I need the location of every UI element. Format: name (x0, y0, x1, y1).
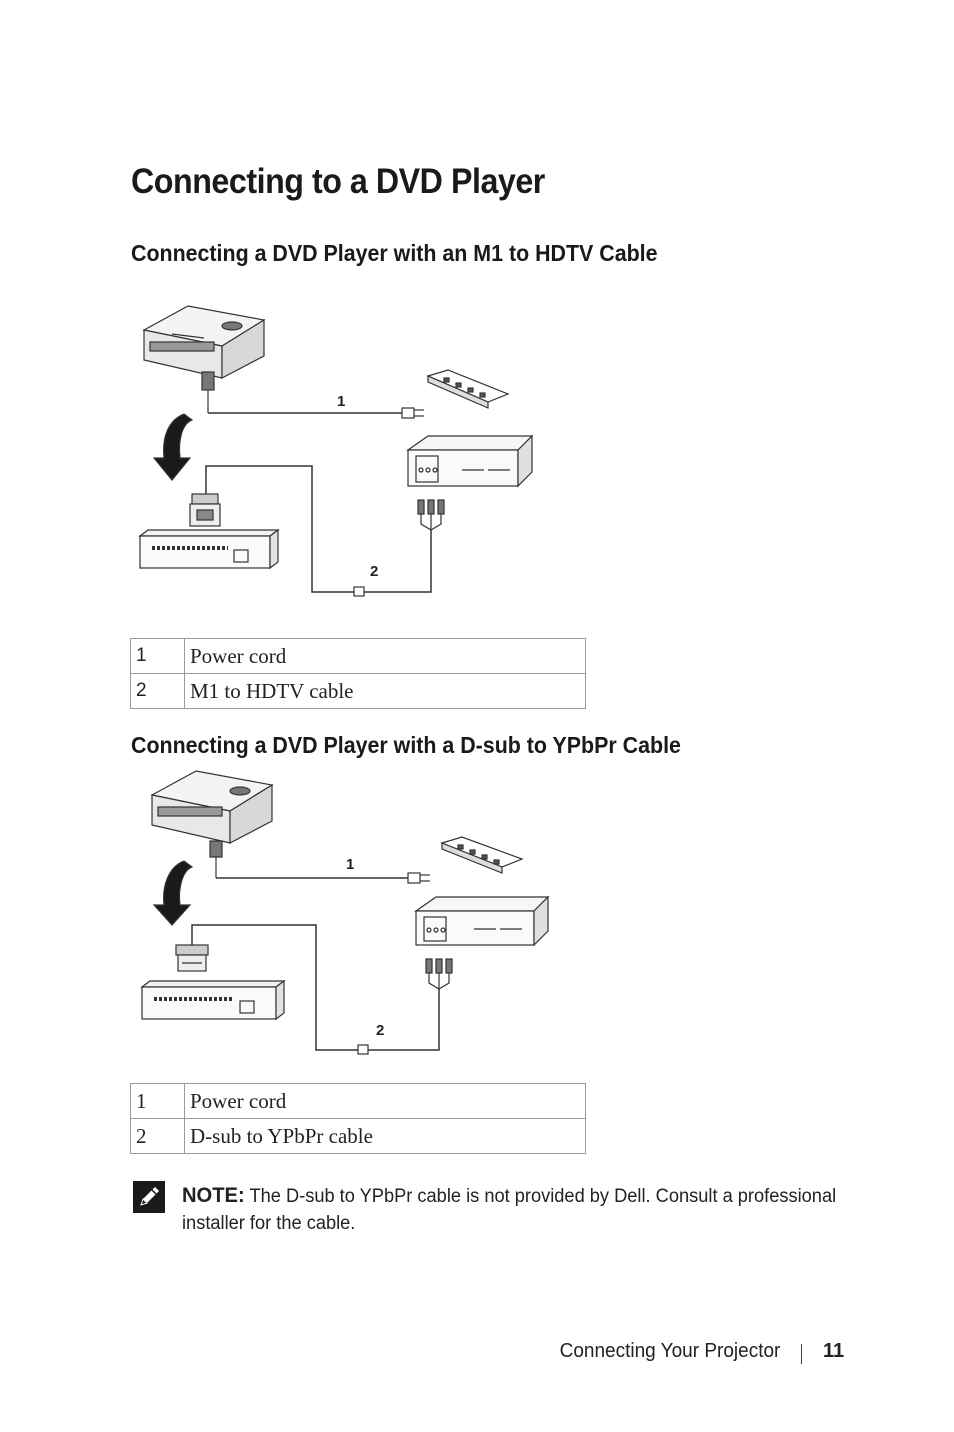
hdtv-cable-line (205, 465, 432, 593)
projector-rear-panel (138, 528, 280, 570)
legend-number: 1 (130, 1083, 185, 1119)
ypbpr-cable-line (191, 924, 440, 1051)
dvd-player-illustration (406, 434, 534, 488)
diagram-dsub-ypbpr: 1 2 (140, 770, 550, 1055)
callout-label: 2 (370, 563, 378, 580)
note-pencil-icon (133, 1181, 165, 1213)
down-arrow-icon (152, 413, 194, 481)
callout-label: 2 (376, 1022, 384, 1039)
table-row: 1 Power cord (130, 1083, 586, 1119)
footer-divider (801, 1344, 802, 1364)
m1-connector (189, 493, 221, 527)
power-plug (401, 407, 424, 419)
legend-number: 2 (130, 673, 185, 709)
power-plug (407, 872, 430, 884)
section-heading-dsub-ypbpr: Connecting a DVD Player with a D-sub to … (131, 732, 681, 758)
callout-label: 1 (346, 856, 354, 873)
legend-number: 1 (130, 638, 185, 674)
table-row: 1 Power cord (130, 638, 586, 674)
projector-connector (209, 840, 223, 878)
projector-illustration (150, 770, 274, 844)
table-row: 2 M1 to HDTV cable (130, 673, 586, 709)
section-heading-m1-hdtv: Connecting a DVD Player with an M1 to HD… (131, 240, 658, 266)
legend-label: Power cord (184, 1083, 586, 1119)
page-title: Connecting to a DVD Player (131, 162, 545, 201)
legend-label: Power cord (184, 638, 586, 674)
power-strip (440, 836, 524, 874)
legend-table-dsub-ypbpr: 1 Power cord 2 D-sub to YPbPr cable (130, 1083, 586, 1154)
diagram-m1-hdtv: 1 2 (138, 305, 534, 597)
dvd-player-illustration (414, 895, 550, 947)
table-row: 2 D-sub to YPbPr cable (130, 1118, 586, 1154)
callout-label: 1 (337, 393, 345, 410)
note-body: The D-sub to YPbPr cable is not provided… (182, 1186, 837, 1234)
page-number: 11 (823, 1340, 845, 1362)
legend-table-m1-hdtv: 1 Power cord 2 M1 to HDTV cable (130, 638, 586, 709)
rca-connectors (417, 499, 445, 531)
page-footer: Connecting Your Projector 11 (0, 1340, 954, 1366)
legend-label: M1 to HDTV cable (184, 673, 586, 709)
dsub-connector (175, 944, 209, 972)
down-arrow-icon (152, 860, 194, 926)
legend-number: 2 (130, 1118, 185, 1154)
rca-connectors (425, 958, 453, 990)
legend-label: D-sub to YPbPr cable (184, 1118, 586, 1154)
projector-illustration (142, 305, 266, 379)
power-strip (426, 369, 510, 409)
note-label: NOTE: (182, 1184, 245, 1207)
note-text: NOTE: The D-sub to YPbPr cable is not pr… (182, 1182, 854, 1237)
footer-chapter: Connecting Your Projector (559, 1340, 780, 1362)
projector-connector (201, 371, 215, 413)
projector-rear-panel (140, 979, 286, 1021)
